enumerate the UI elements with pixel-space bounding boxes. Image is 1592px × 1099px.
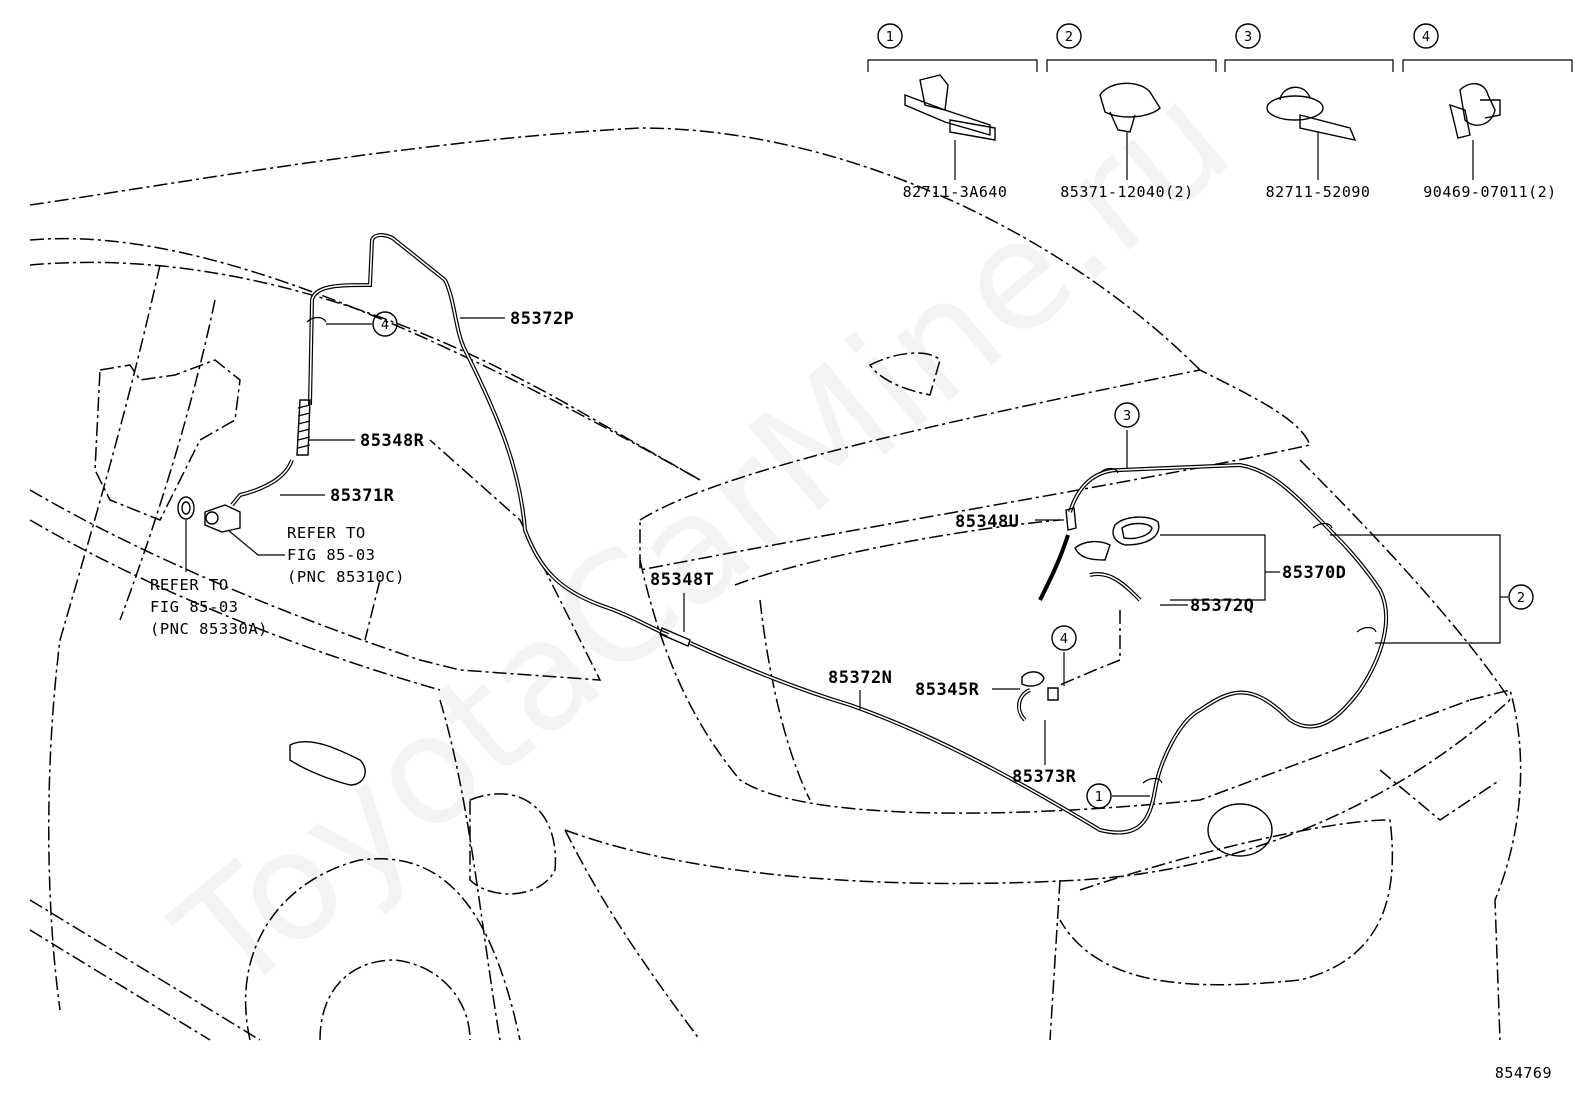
callouts: 85372P 4 85348R 85371R REFER TO FIG 85-0… xyxy=(150,309,1534,809)
variant-1-part-number: 82711-3A640 xyxy=(903,183,1008,201)
callout-85348r: 85348R xyxy=(360,431,425,451)
svg-text:4: 4 xyxy=(1422,30,1430,45)
clip-marker-2: 2 xyxy=(1508,584,1534,610)
pump-reference-line-1: REFER TO xyxy=(287,524,366,542)
svg-text:1: 1 xyxy=(1095,790,1103,805)
svg-text:2: 2 xyxy=(1517,591,1525,606)
variant-4-part-number: 90469-07011(2) xyxy=(1423,183,1556,201)
clip-marker-4-upper: 4 xyxy=(372,311,398,337)
clip-marker-4-lower: 4 xyxy=(1051,625,1077,651)
callout-85372n: 85372N xyxy=(828,668,892,688)
clip-sketch-2 xyxy=(1099,82,1161,180)
svg-text:1: 1 xyxy=(886,30,894,45)
svg-text:4: 4 xyxy=(1060,632,1068,647)
car-body-outline xyxy=(29,127,1522,1041)
pump-reference-line-2: FIG 85-03 xyxy=(287,546,376,564)
clip-variants-legend: 1 2 3 4 xyxy=(867,23,1573,201)
grommet-reference-line-2: FIG 85-03 xyxy=(150,598,239,616)
pump-reference-line-3: (PNC 85310C) xyxy=(287,568,405,586)
clip-sketch-1 xyxy=(904,74,996,180)
callout-85370d: 85370D xyxy=(1282,563,1346,583)
svg-text:4: 4 xyxy=(381,318,389,333)
callout-85345r: 85345R xyxy=(915,680,980,700)
variant-2-index: 2 xyxy=(1056,23,1082,49)
grommet-reference-line-1: REFER TO xyxy=(150,576,229,594)
svg-text:2: 2 xyxy=(1065,30,1073,45)
variant-2-part-number: 85371-12040(2) xyxy=(1060,183,1193,201)
washer-hose-routing xyxy=(177,233,1389,835)
clip-marker-3: 3 xyxy=(1114,402,1140,428)
svg-text:3: 3 xyxy=(1244,30,1252,45)
clip-marker-1: 1 xyxy=(1086,783,1112,809)
variant-3-part-number: 82711-52090 xyxy=(1266,183,1371,201)
variant-1-index: 1 xyxy=(877,23,903,49)
callout-85372p: 85372P xyxy=(510,309,574,329)
callout-85348t: 85348T xyxy=(650,570,714,590)
grommet-reference-line-3: (PNC 85330A) xyxy=(150,620,268,638)
variant-4-index: 4 xyxy=(1413,23,1439,49)
diagram-id: 854769 xyxy=(1495,1064,1552,1082)
svg-text:3: 3 xyxy=(1123,409,1131,424)
variant-3-index: 3 xyxy=(1235,23,1261,49)
callout-85372q: 85372Q xyxy=(1190,596,1254,616)
callout-85373r: 85373R xyxy=(1012,767,1077,787)
clip-sketch-4 xyxy=(1449,83,1501,180)
callout-85371r: 85371R xyxy=(330,486,395,506)
callout-85348u: 85348U xyxy=(955,512,1019,532)
clip-sketch-3 xyxy=(1266,86,1357,180)
